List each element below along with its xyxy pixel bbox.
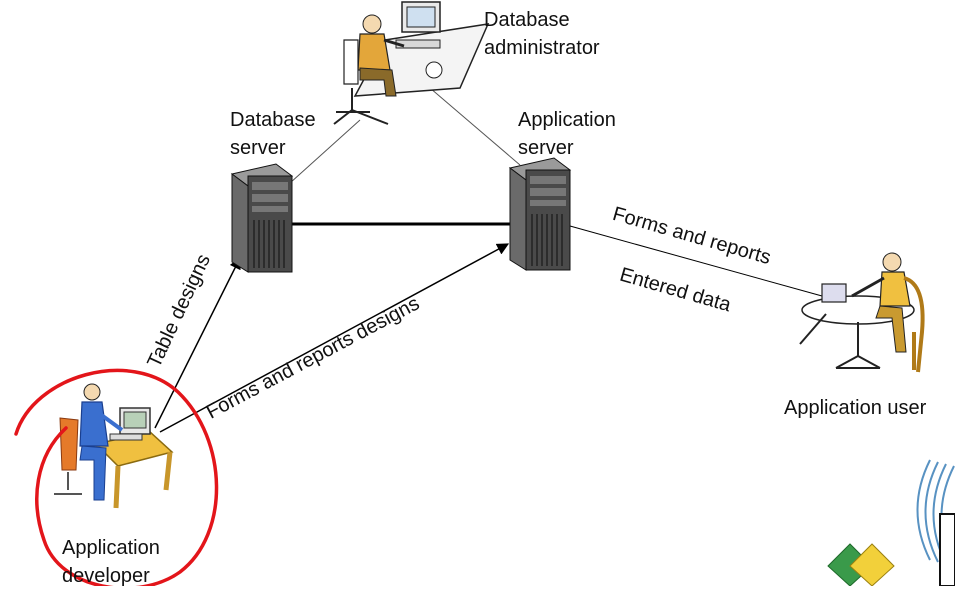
server-tower-icon (508, 157, 572, 271)
db-server-label-line2: server (230, 137, 286, 159)
app-server-label: Application server (518, 106, 616, 162)
app-developer-label-line1: Application (62, 537, 160, 559)
admin-label-line1: Database (484, 9, 570, 31)
annotation-circle (14, 368, 219, 586)
admin-at-desk-icon (333, 1, 490, 125)
user-at-table-icon (799, 252, 925, 373)
developer-at-desk-icon (54, 383, 174, 509)
admin-label-line2: administrator (484, 37, 600, 59)
admin-label: Database administrator (484, 6, 600, 62)
db-server-label: Database server (230, 106, 316, 162)
table-designs-arrow (154, 256, 241, 429)
app-developer-label-line2: developer (62, 565, 150, 587)
app-server-to-user-line (569, 225, 823, 297)
logo-icon (827, 459, 955, 586)
app-user-label: Application user (784, 397, 927, 419)
forms-designs-arrow (159, 243, 510, 433)
app-developer-label: Application developer (62, 534, 160, 590)
app-server-label-line2: server (518, 137, 574, 159)
admin-to-db-server-line (289, 119, 361, 184)
app-server-label-line1: Application (518, 109, 616, 131)
admin-to-app-server-line (429, 87, 521, 166)
db-server-label-line1: Database (230, 109, 316, 131)
server-tower-icon (230, 163, 294, 273)
